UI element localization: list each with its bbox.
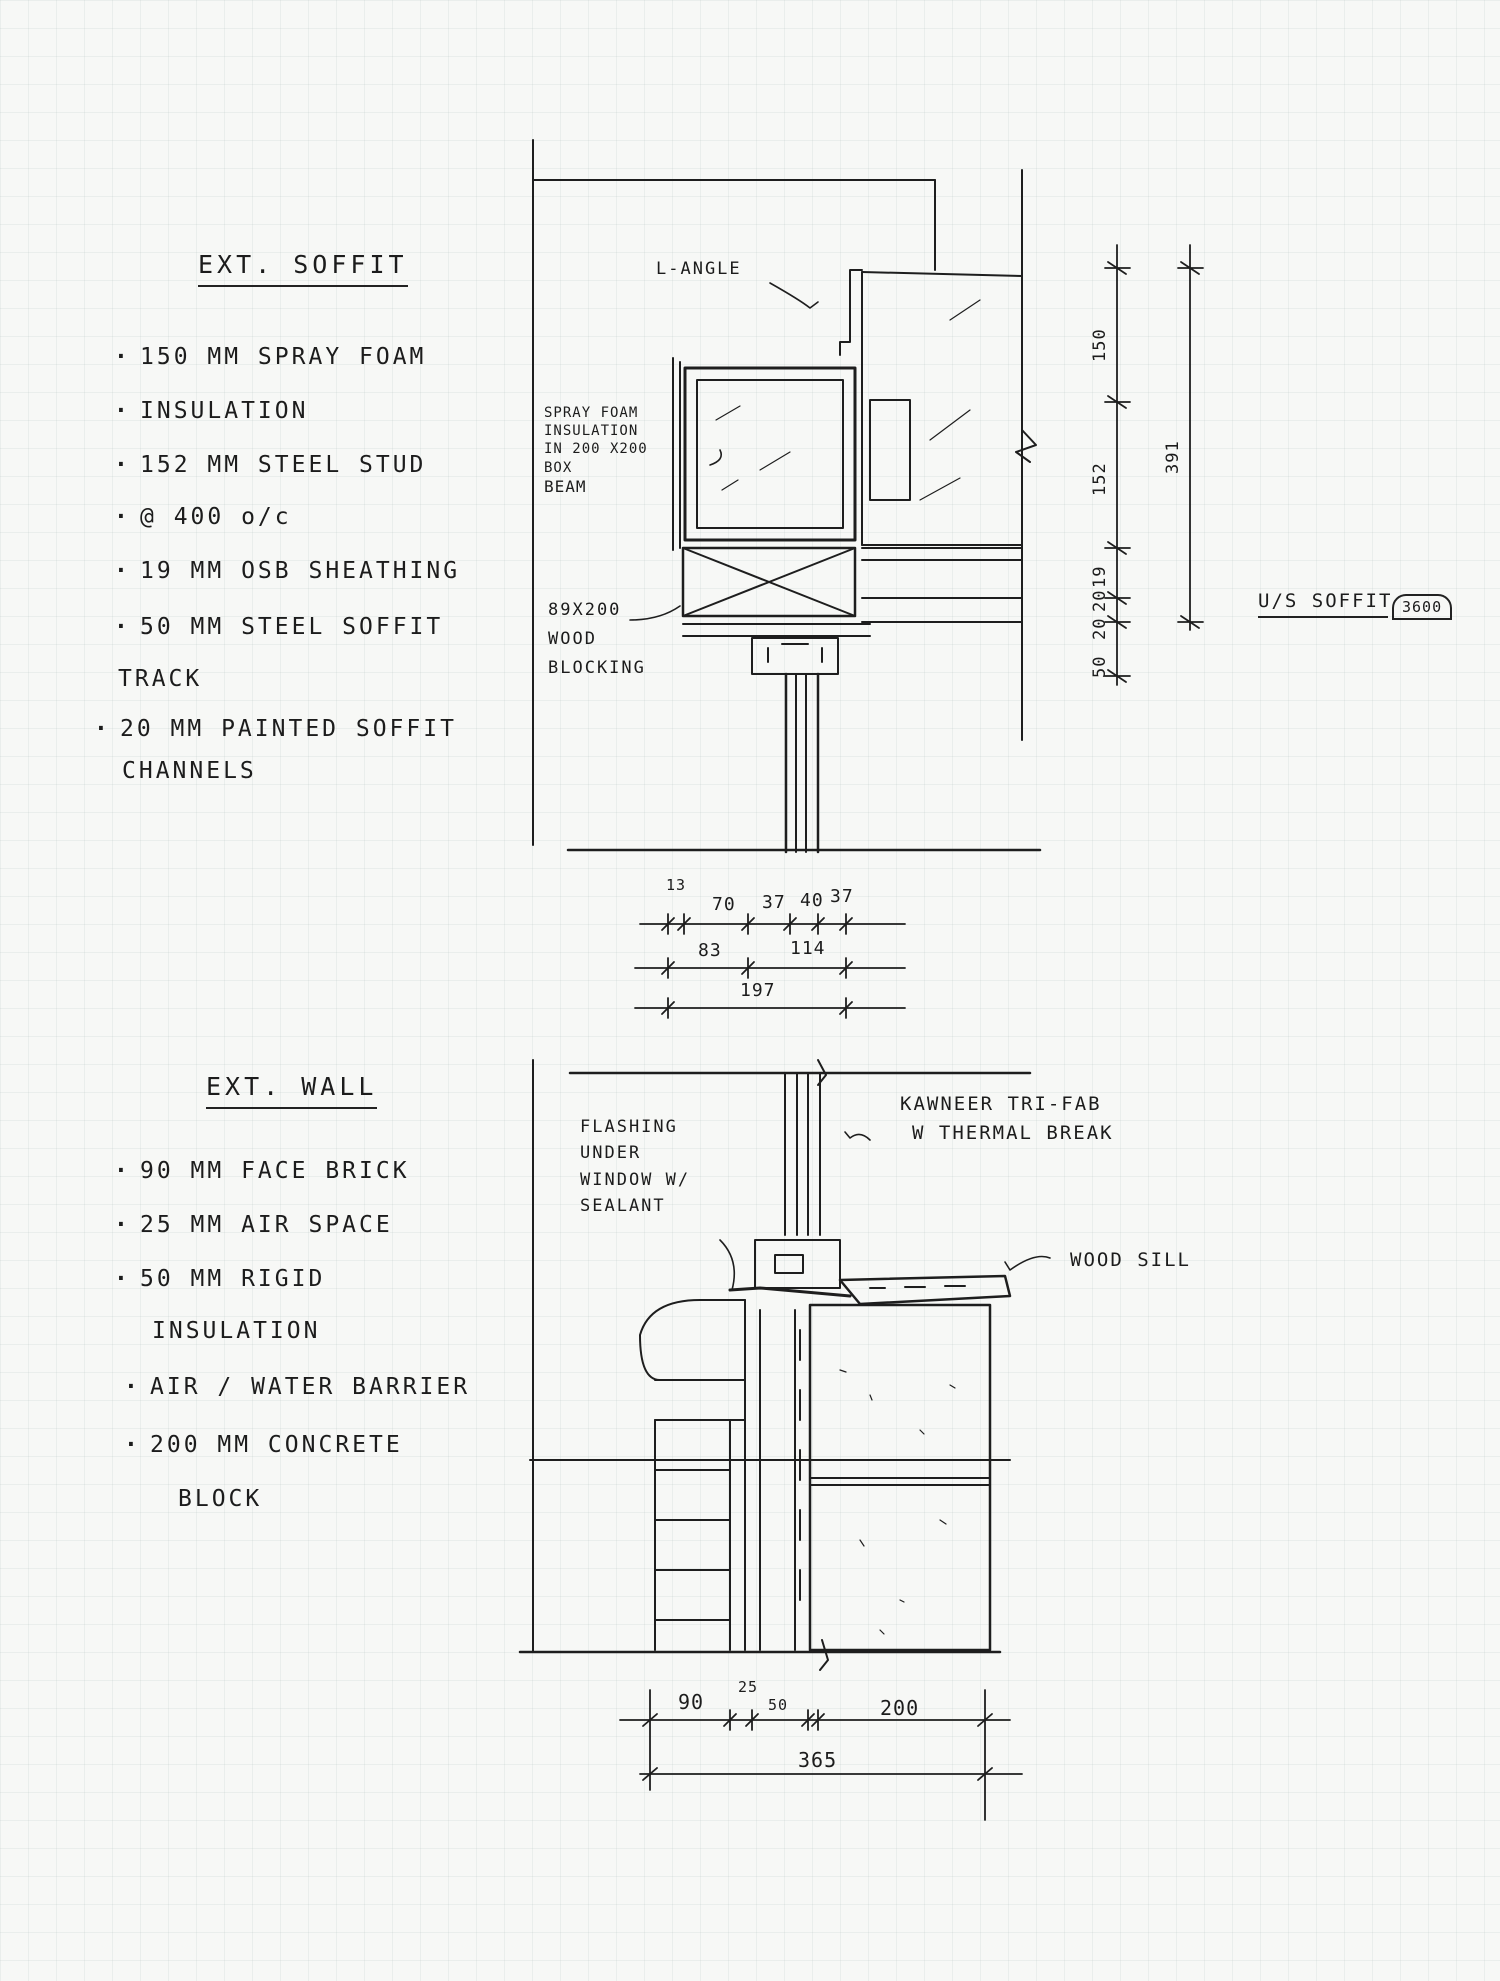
dim-soffit-19: 19 (1090, 565, 1110, 588)
dim-soffit-150: 150 (1090, 328, 1110, 362)
note-flashing-line: WINDOW W/ (580, 1169, 691, 1190)
dim-soffit-50: 50 (1090, 655, 1110, 678)
dim-h-37a: 37 (762, 892, 786, 913)
dim-h-37b: 37 (830, 886, 854, 907)
note-flashing-line: FLASHING (580, 1117, 678, 1137)
dim-w-50: 50 (768, 1696, 789, 1714)
dim-h-40: 40 (800, 890, 824, 911)
soffit-item-5: 19 MM OSB SHEATHING (114, 558, 460, 584)
note-kawneer-line: W THERMAL BREAK (912, 1121, 1114, 1144)
dim-w-25: 25 (738, 1678, 759, 1696)
soffit-heading: EXT. SOFFIT (198, 250, 408, 287)
wall-dims-horizontal (619, 1689, 1023, 1821)
wall-heading: EXT. WALL (206, 1072, 378, 1109)
note-wood-blocking-line: WOOD (548, 628, 597, 649)
wall-item-1: 90 MM FACE BRICK (114, 1158, 410, 1184)
note-spray-foam: SPRAY FOAM INSULATION IN 200 X200 BOX BE… (544, 404, 648, 498)
soffit-item-2: INSULATION (114, 398, 308, 424)
dim-soffit-20b: 20 (1090, 589, 1110, 612)
soffit-item-7: TRACK (118, 666, 203, 692)
dim-w-90: 90 (678, 1690, 705, 1714)
note-wood-blocking: 89X200 WOOD BLOCKING (548, 596, 646, 683)
note-spray-foam-line: BEAM (544, 476, 587, 496)
wall-item-4: INSULATION (152, 1318, 321, 1344)
concrete-hatch (715, 299, 981, 1635)
wall-section (518, 1059, 1032, 1671)
note-spray-foam-line: BOX (544, 459, 573, 476)
soffit-item-1: 150 MM SPRAY FOAM (114, 344, 426, 370)
us-soffit-label: U/S SOFFIT (1258, 590, 1390, 618)
wall-item-7: BLOCK (178, 1486, 263, 1512)
dim-soffit-20a: 20 (1090, 617, 1110, 640)
note-flashing-line: SEALANT (580, 1196, 666, 1217)
note-spray-foam-line: INSULATION (544, 423, 639, 440)
dim-h-114: 114 (790, 938, 826, 959)
soffit-item-9: CHANNELS (122, 758, 257, 784)
dim-w-365: 365 (798, 1748, 838, 1772)
leaders (629, 282, 1051, 1291)
soffit-item-8: 20 MM PAINTED SOFFIT (94, 716, 457, 742)
dim-h-13: 13 (666, 876, 687, 894)
dim-h-83: 83 (698, 940, 722, 961)
dim-h-70: 70 (712, 894, 736, 915)
note-wood-sill: WOOD SILL (1070, 1249, 1191, 1271)
dim-h-197: 197 (740, 980, 776, 1001)
wall-item-2: 25 MM AIR SPACE (114, 1212, 393, 1238)
note-kawneer-line: KAWNEER TRI-FAB (900, 1093, 1102, 1115)
note-spray-foam-line: IN 200 X200 (544, 441, 648, 458)
note-flashing: FLASHING UNDER WINDOW W/ SEALANT (580, 1114, 690, 1219)
soffit-item-4: @ 400 o/c (114, 504, 292, 530)
note-spray-foam-line: SPRAY FOAM (544, 405, 639, 421)
dim-w-200: 200 (880, 1696, 920, 1720)
wall-item-3: 50 MM RIGID (114, 1266, 325, 1292)
soffit-dims-vertical (1104, 244, 1204, 686)
soffit-section (532, 139, 1042, 854)
us-soffit-elevation: 3600 (1392, 594, 1453, 620)
note-flashing-line: UNDER (580, 1143, 642, 1164)
dim-soffit-152: 152 (1090, 462, 1110, 496)
note-kawneer: KAWNEER TRI-FAB W THERMAL BREAK (900, 1090, 1114, 1147)
dim-soffit-391: 391 (1163, 440, 1183, 474)
soffit-item-6: 50 MM STEEL SOFFIT (114, 614, 443, 640)
note-wood-blocking-line: BLOCKING (548, 657, 646, 678)
note-l-angle: L-ANGLE (656, 259, 742, 279)
wall-item-5: AIR / WATER BARRIER (124, 1374, 470, 1400)
note-wood-blocking-line: 89X200 (548, 600, 622, 620)
wall-item-6: 200 MM CONCRETE (124, 1432, 403, 1458)
soffit-item-3: 152 MM STEEL STUD (114, 452, 426, 478)
soffit-dims-horizontal (634, 913, 906, 1019)
